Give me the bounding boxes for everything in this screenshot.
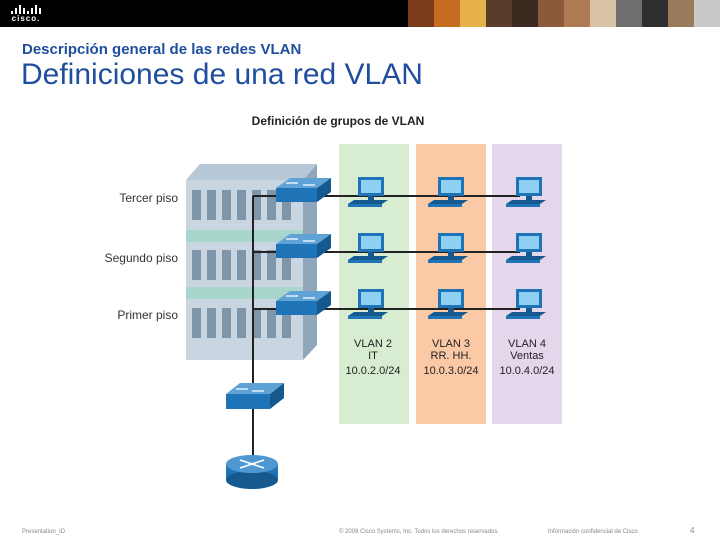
vlan-2-subnet: 10.0.2.0/24 xyxy=(345,365,400,377)
pc-icon xyxy=(348,233,388,263)
header-photo xyxy=(668,0,694,27)
building xyxy=(186,164,317,360)
header-photo xyxy=(694,0,720,27)
header-photo xyxy=(434,0,460,27)
header-photo xyxy=(590,0,616,27)
pc-icon xyxy=(506,289,546,319)
pc-icon xyxy=(506,233,546,263)
header-photo xyxy=(616,0,642,27)
slide-subtitle: Descripción general de las redes VLAN xyxy=(22,41,302,58)
vlan-3-subnet: 10.0.3.0/24 xyxy=(423,365,478,377)
pc-icon xyxy=(506,177,546,207)
header-photo xyxy=(564,0,590,27)
floor-switch-icon xyxy=(276,234,331,258)
vlan-3-dept: RR. HH. xyxy=(431,350,472,362)
pc-icon xyxy=(348,289,388,319)
floor-label-first: Primer piso xyxy=(117,308,178,322)
vlan-4-subnet: 10.0.4.0/24 xyxy=(499,365,554,377)
pc-icon xyxy=(428,289,468,319)
page-number: 4 xyxy=(690,526,695,535)
floor-switch-icon xyxy=(276,178,331,202)
cisco-logo: cisco. xyxy=(9,5,43,23)
pc-icon xyxy=(348,177,388,207)
header-photo xyxy=(538,0,564,27)
router-icon xyxy=(226,455,278,489)
cisco-bars-icon xyxy=(9,5,43,14)
header-photo xyxy=(486,0,512,27)
slide-title: Definiciones de una red VLAN xyxy=(21,58,423,91)
header-bar: cisco. xyxy=(0,0,720,27)
header-photo xyxy=(460,0,486,27)
vlan-2-name: VLAN 2 xyxy=(354,338,392,350)
floor-label-second: Segundo piso xyxy=(105,251,179,265)
header-photo xyxy=(408,0,434,27)
cisco-wordmark: cisco. xyxy=(11,14,41,23)
floor-switch-icon xyxy=(276,291,331,315)
vlan-4-dept: Ventas xyxy=(510,350,544,362)
core-switch-icon xyxy=(226,383,284,409)
header-photo-strip xyxy=(408,0,720,27)
network-cables xyxy=(252,195,520,458)
diagram-heading: Definición de grupos de VLAN xyxy=(252,114,425,128)
footer-presentation-id: Presentation_ID xyxy=(22,529,66,535)
pc-icon xyxy=(428,177,468,207)
vlan-2-dept: IT xyxy=(368,350,378,362)
header-photo xyxy=(642,0,668,27)
footer-confidential: Información confidencial de Cisco xyxy=(548,529,638,535)
vlan-4-name: VLAN 4 xyxy=(508,338,546,350)
pc-icon xyxy=(428,233,468,263)
footer-copyright: © 2008 Cisco Systems, Inc. Todos los der… xyxy=(339,529,500,535)
floor-label-third: Tercer piso xyxy=(119,191,178,205)
header-photo xyxy=(512,0,538,27)
vlan-3-name: VLAN 3 xyxy=(432,338,470,350)
